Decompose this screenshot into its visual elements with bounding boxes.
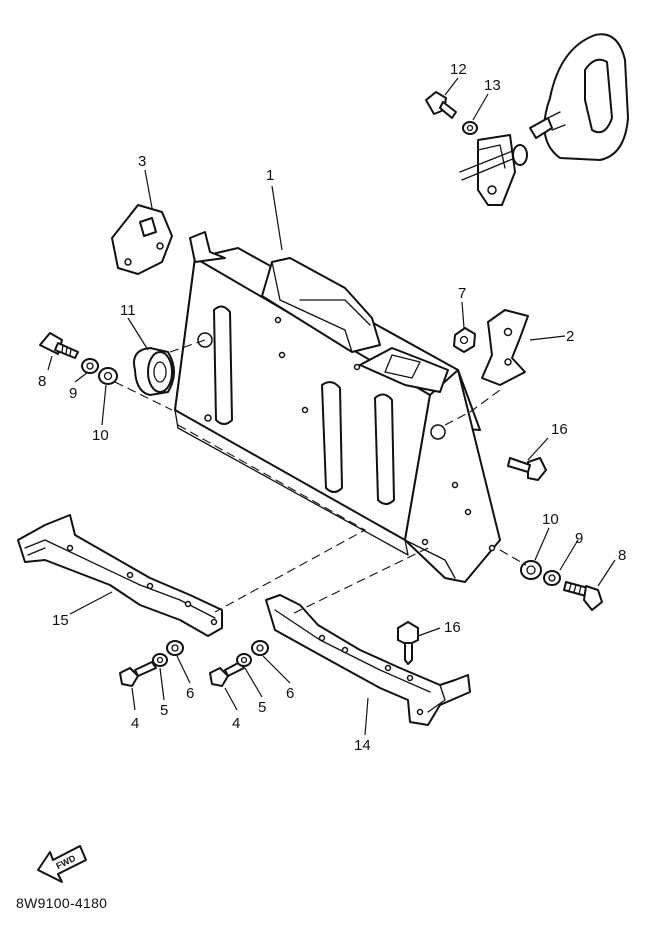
callout-10-left: 10 bbox=[92, 427, 109, 444]
assembly-lines bbox=[114, 339, 527, 616]
left-bolt-8 bbox=[39, 332, 79, 359]
callout-16-lower: 16 bbox=[444, 619, 461, 636]
lower-bolt-16 bbox=[397, 621, 419, 665]
left-washer-10 bbox=[98, 367, 118, 385]
handle-assembly bbox=[459, 33, 629, 206]
callout-10-right: 10 bbox=[542, 511, 559, 528]
right-bolt-4 bbox=[209, 661, 245, 687]
callout-14: 14 bbox=[354, 737, 371, 754]
right-bolt-16-upper bbox=[507, 457, 547, 481]
callout-8-left: 8 bbox=[38, 373, 46, 390]
callout-6-left: 6 bbox=[186, 685, 194, 702]
left-washer-5 bbox=[152, 653, 168, 667]
callout-16-upper: 16 bbox=[551, 421, 568, 438]
callout-8-right: 8 bbox=[618, 547, 626, 564]
left-rail-15 bbox=[17, 514, 223, 637]
callout-9-left: 9 bbox=[69, 385, 77, 402]
nut-7 bbox=[453, 327, 476, 353]
right-washer-6 bbox=[251, 640, 269, 656]
right-bolt-8 bbox=[563, 581, 603, 611]
callout-6-right: 6 bbox=[286, 685, 294, 702]
callout-4-right: 4 bbox=[232, 715, 240, 732]
callout-12: 12 bbox=[450, 61, 467, 78]
leader-lines bbox=[47, 77, 616, 736]
callout-2: 2 bbox=[566, 328, 574, 345]
bolt-12 bbox=[425, 91, 457, 119]
left-bolt-4 bbox=[119, 661, 157, 687]
right-washer-5 bbox=[236, 653, 252, 667]
callout-13: 13 bbox=[484, 77, 501, 94]
right-washer-10 bbox=[520, 560, 542, 580]
callout-11: 11 bbox=[120, 302, 136, 319]
callout-9-right: 9 bbox=[575, 530, 583, 547]
callout-3: 3 bbox=[138, 153, 146, 170]
callout-7: 7 bbox=[458, 285, 466, 302]
fwd-arrow-icon: FWD bbox=[37, 845, 87, 883]
right-washer-9 bbox=[543, 570, 561, 586]
callout-4-left: 4 bbox=[131, 715, 139, 732]
callout-1: 1 bbox=[266, 167, 274, 184]
main-frame-plate bbox=[174, 231, 501, 583]
rubber-damper bbox=[133, 347, 175, 396]
callout-5-right: 5 bbox=[258, 699, 266, 716]
left-washer-9 bbox=[81, 358, 99, 374]
washer-13 bbox=[462, 121, 478, 135]
left-bracket bbox=[111, 204, 173, 275]
callout-numbers: 1 2 3 4 4 5 5 6 6 7 8 8 9 9 10 10 11 12 … bbox=[38, 61, 626, 754]
diagram-code: 8W9100-4180 bbox=[16, 895, 108, 911]
left-washer-6 bbox=[166, 640, 184, 656]
right-rail-14 bbox=[265, 594, 471, 726]
right-bracket bbox=[481, 309, 529, 386]
callout-5-left: 5 bbox=[160, 702, 168, 719]
callout-15: 15 bbox=[52, 612, 69, 629]
